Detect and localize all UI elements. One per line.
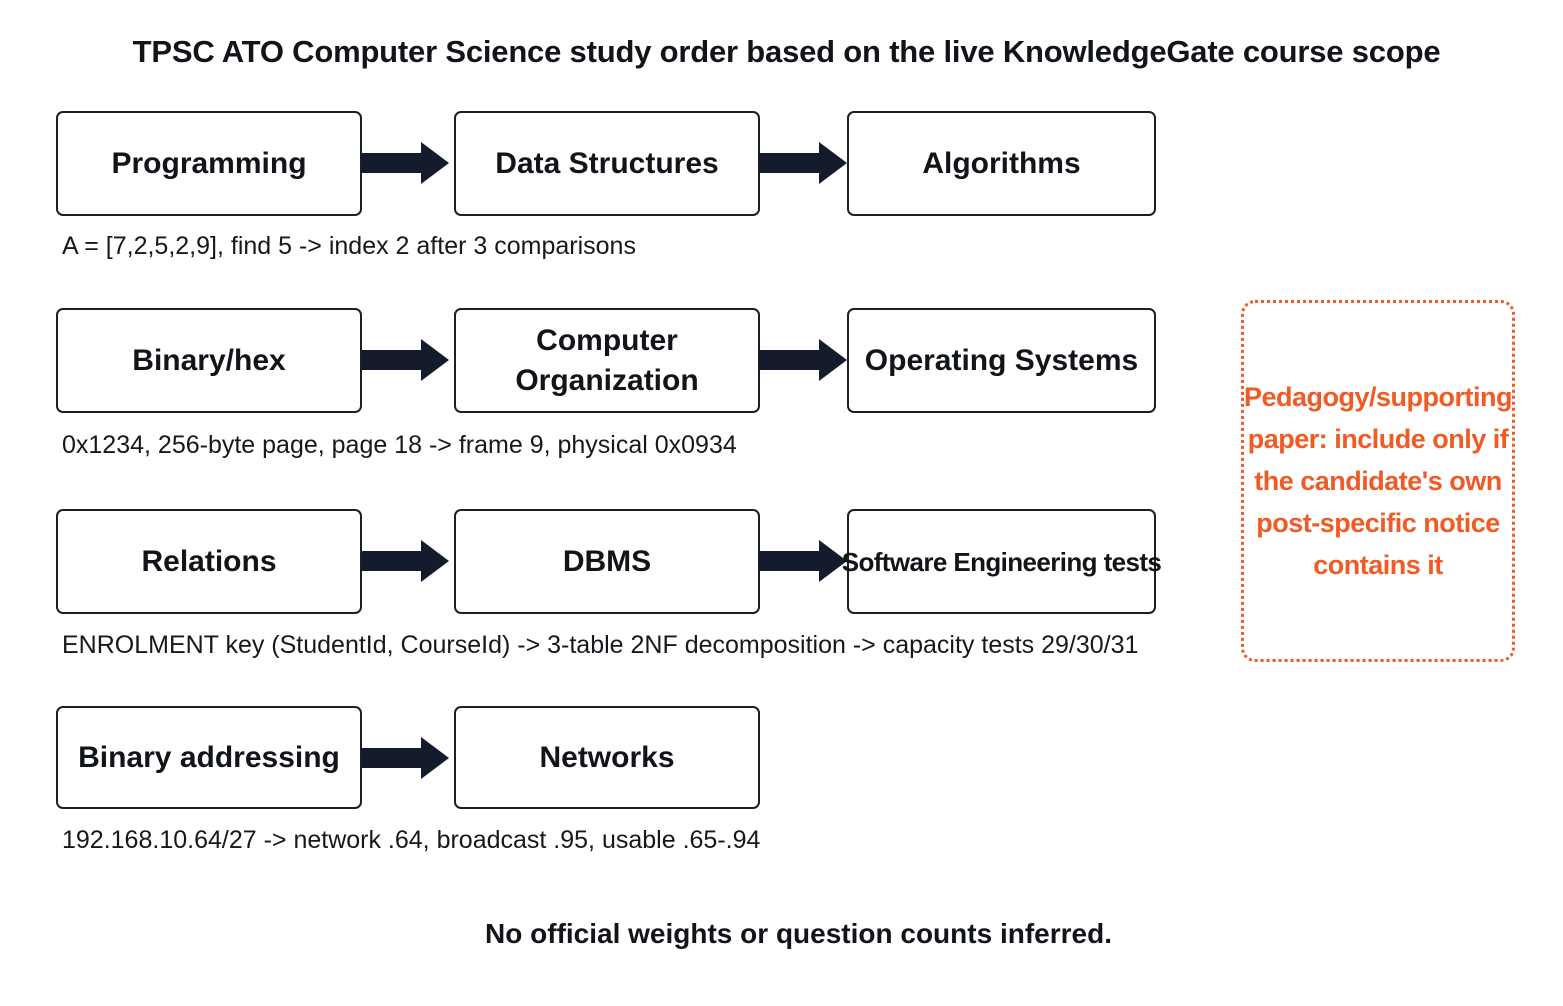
node-networks: Networks (454, 706, 760, 809)
arrow-right-icon (361, 142, 449, 184)
node-software-engineering-tests: Software Engineering tests (842, 509, 1162, 614)
arrow-right-icon (361, 737, 449, 779)
side-note-box: Pedagogy/supporting paper: include only … (1241, 300, 1515, 662)
arrow-right-icon (361, 540, 449, 582)
arrow-right-icon (759, 339, 847, 381)
arrow-right-icon (759, 540, 847, 582)
node-dbms: DBMS (454, 509, 760, 614)
node-programming: Programming (56, 111, 362, 216)
arrow-right-icon (759, 142, 847, 184)
node-operating-systems: Operating Systems (847, 308, 1156, 413)
side-note-text: Pedagogy/supporting paper: include only … (1244, 382, 1513, 580)
example-normalization: ENROLMENT key (StudentId, CourseId) -> 3… (62, 631, 1139, 659)
node-relations: Relations (56, 509, 362, 614)
diagram-title: TPSC ATO Computer Science study order ba… (132, 34, 1441, 69)
example-linear-search: A = [7,2,5,2,9], find 5 -> index 2 after… (62, 232, 636, 260)
arrow-right-icon (361, 339, 449, 381)
node-computer-organization: Computer Organization (454, 308, 760, 413)
footer-note: No official weights or question counts i… (485, 918, 1112, 949)
node-algorithms: Algorithms (847, 111, 1156, 216)
node-binary-hex: Binary/hex (56, 308, 362, 413)
example-subnetting: 192.168.10.64/27 -> network .64, broadca… (62, 826, 761, 854)
example-paging: 0x1234, 256-byte page, page 18 -> frame … (62, 431, 737, 459)
node-binary-addressing: Binary addressing (56, 706, 362, 809)
node-data-structures: Data Structures (454, 111, 760, 216)
